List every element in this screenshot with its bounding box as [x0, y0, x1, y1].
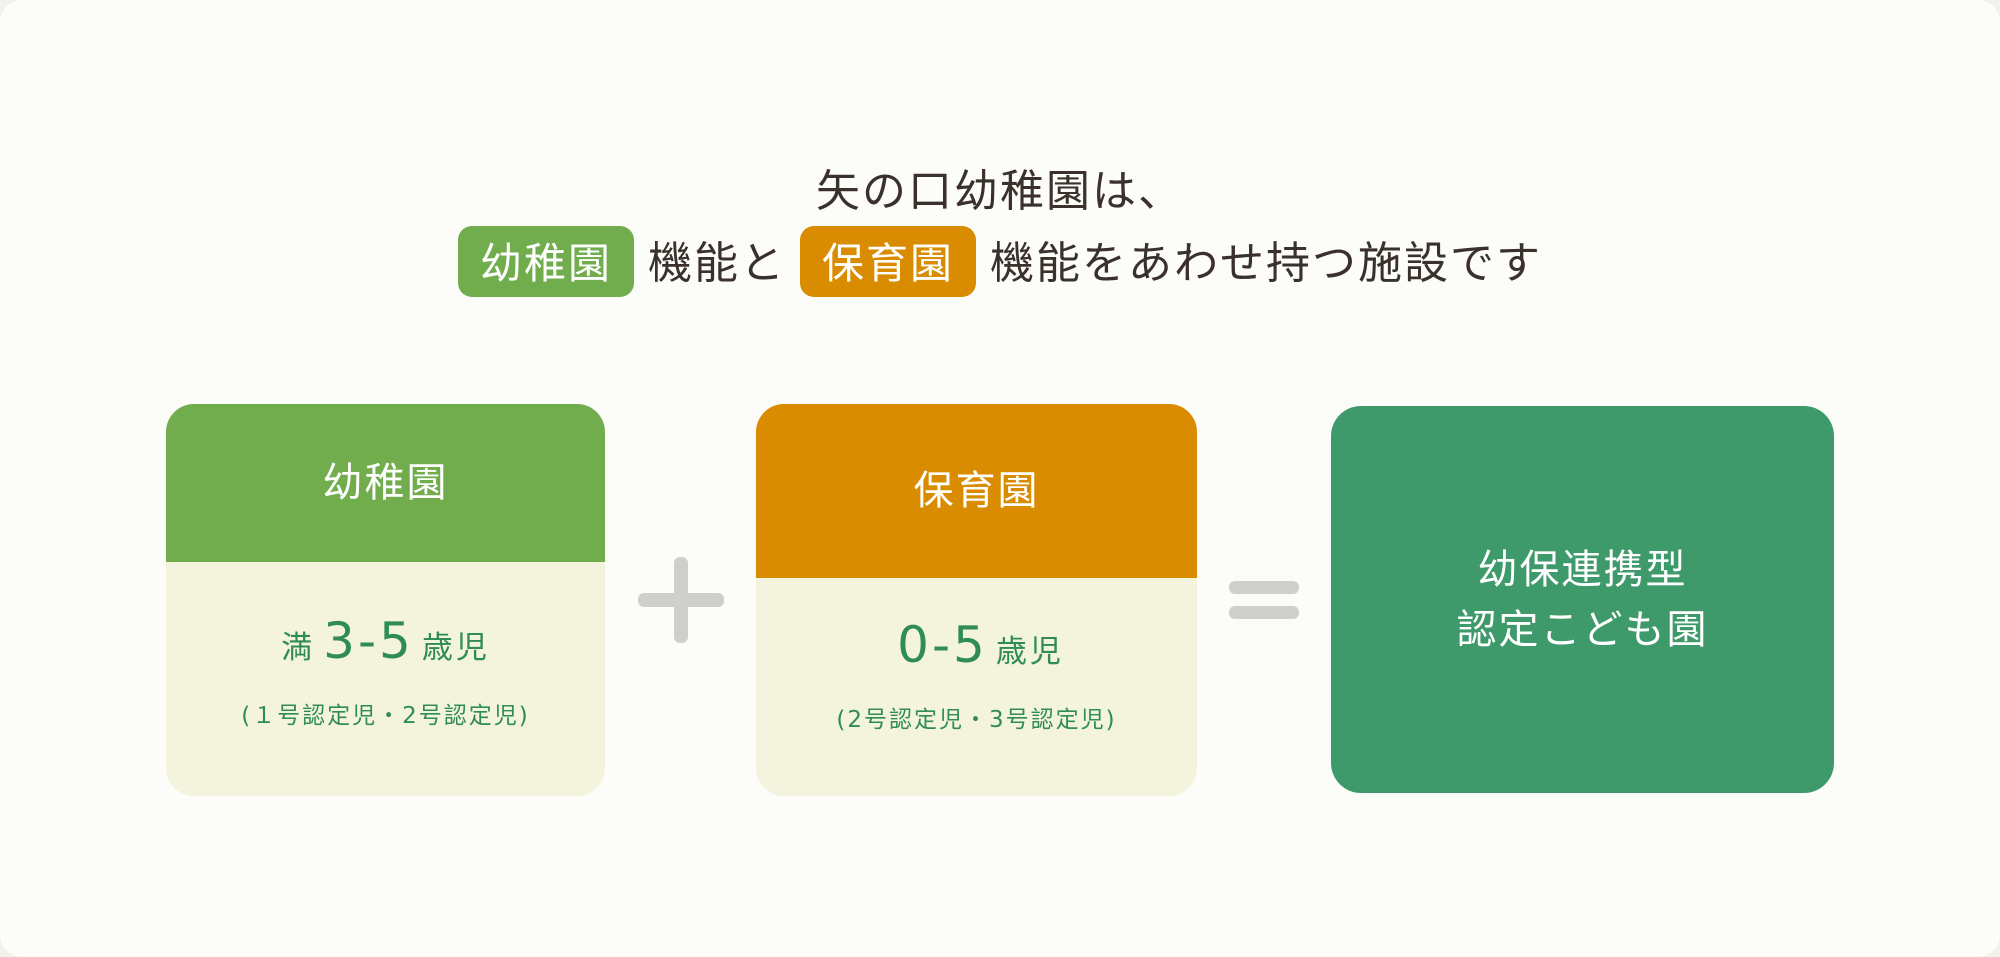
headline-line-1: 矢の口幼稚園は、 — [0, 155, 2000, 219]
age-suffix: 歳児 — [421, 630, 490, 666]
result-line-2: 認定こども園 — [1456, 606, 1709, 653]
age-prefix: 満 — [281, 630, 316, 666]
headline-intro: 矢の口幼稚園は、 — [816, 166, 1184, 217]
headline-end: 機能をあわせ持つ施設です — [990, 238, 1543, 289]
headline-mid: 機能と — [648, 238, 786, 289]
result-line-1: 幼保連携型 — [1477, 546, 1688, 593]
age-suffix: 歳児 — [995, 634, 1064, 670]
certified-childcare-center-card: 幼保連携型 認定こども園 — [1331, 406, 1834, 793]
kindergarten-card-title: 幼稚園 — [166, 404, 605, 562]
age-range: 0-5 — [897, 616, 988, 674]
kindergarten-chip: 幼稚園 — [457, 226, 634, 297]
nursery-card-title: 保育園 — [756, 404, 1197, 578]
nursery-chip: 保育園 — [800, 226, 977, 297]
kindergarten-certification: (１号認定児・2号認定児) — [241, 703, 530, 729]
age-range: 3-5 — [323, 612, 414, 670]
nursery-certification: (2号認定児・3号認定児) — [836, 707, 1117, 733]
headline-line-2: 幼稚園機能と保育園機能をあわせ持つ施設です — [0, 226, 2000, 297]
